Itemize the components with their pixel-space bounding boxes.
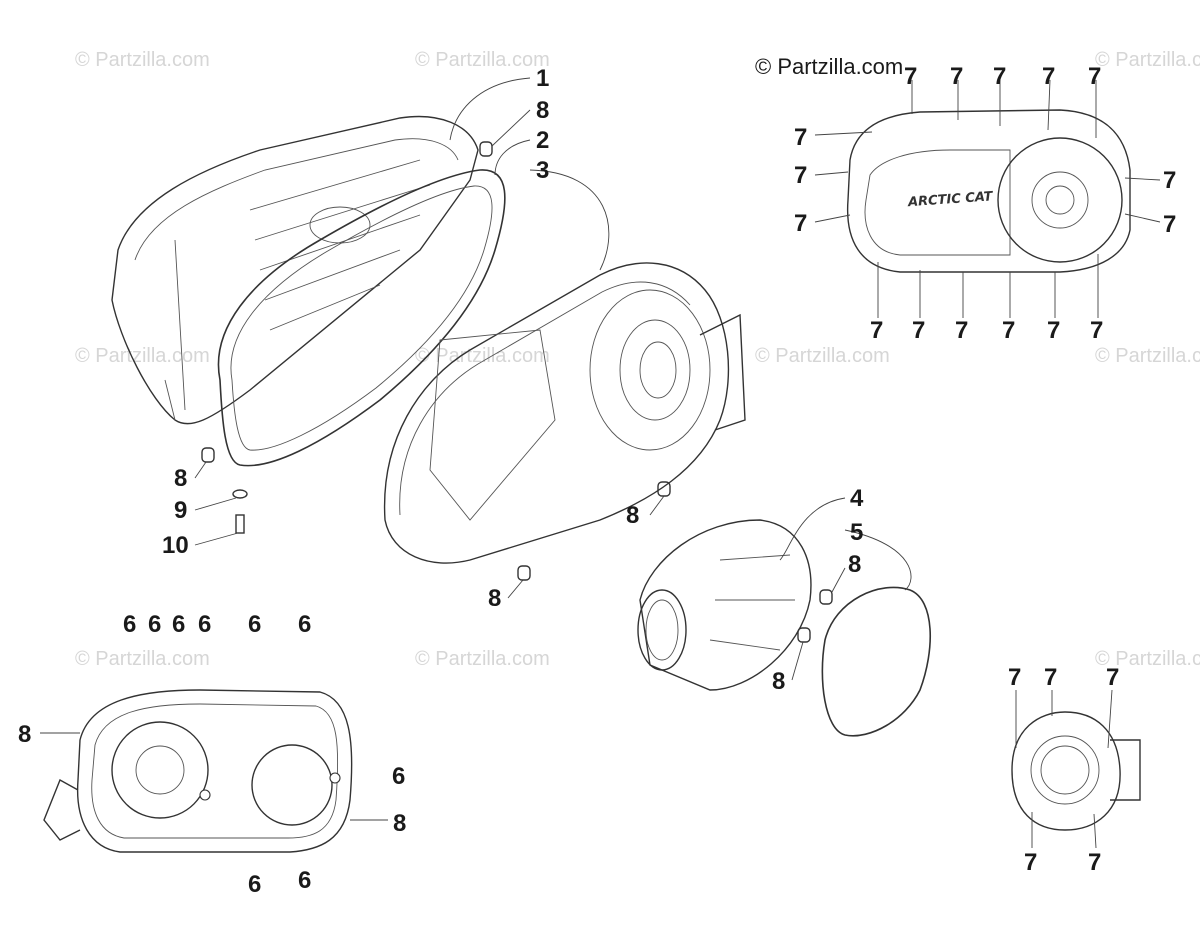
callout-6: 6 (248, 871, 261, 898)
watermark: © Partzilla.com (1095, 49, 1200, 71)
callout-10: 10 (162, 532, 189, 559)
callout-9: 9 (174, 497, 187, 524)
callout-8: 8 (772, 668, 785, 695)
outer-cover-part (111, 115, 479, 425)
callout-7: 7 (904, 63, 917, 90)
bottom-left-cover-view (43, 689, 353, 853)
watermark: © Partzilla.com (1095, 345, 1200, 367)
watermark: © Partzilla.com (415, 648, 550, 670)
callout-7: 7 (794, 124, 807, 151)
callout-8: 8 (536, 97, 549, 124)
callout-7: 7 (1024, 849, 1037, 876)
arctic-cat-logo: ARCTIC CAT (907, 189, 995, 210)
callout-7: 7 (1047, 317, 1060, 344)
callout-7: 7 (794, 162, 807, 189)
callout-6: 6 (172, 611, 185, 638)
callout-7: 7 (1002, 317, 1015, 344)
duct-gasket-part (821, 586, 932, 737)
watermark: © Partzilla.com (415, 49, 550, 71)
callout-7: 7 (870, 317, 883, 344)
callout-labels: 1 8 2 3 8 9 10 8 8 4 5 8 8 7 7 7 7 7 7 7… (18, 63, 1176, 898)
callout-7: 7 (1106, 664, 1119, 691)
callout-6: 6 (198, 611, 211, 638)
small-parts (201, 141, 833, 643)
callout-8: 8 (848, 551, 861, 578)
watermark: © Partzilla.com (75, 345, 210, 367)
callout-8: 8 (626, 502, 639, 529)
copyright-credit: © Partzilla.com (755, 54, 903, 79)
callout-7: 7 (1042, 63, 1055, 90)
duct-housing-part (637, 519, 812, 691)
callout-6: 6 (248, 611, 261, 638)
callout-6: 6 (148, 611, 161, 638)
callout-7: 7 (1088, 849, 1101, 876)
callout-7: 7 (1044, 664, 1057, 691)
callout-7: 7 (1008, 664, 1021, 691)
callout-7: 7 (993, 63, 1006, 90)
gasket-part (217, 169, 506, 467)
callout-4: 4 (850, 485, 864, 512)
callout-3: 3 (536, 157, 549, 184)
callout-7: 7 (1088, 63, 1101, 90)
callout-2: 2 (536, 127, 549, 154)
callout-8: 8 (18, 721, 31, 748)
callout-8: 8 (174, 465, 187, 492)
bottom-right-housing-view (1011, 711, 1141, 831)
inner-cover-part (383, 262, 746, 564)
callout-7: 7 (955, 317, 968, 344)
callout-8: 8 (488, 585, 501, 612)
callout-7: 7 (1163, 211, 1176, 238)
callout-7: 7 (794, 210, 807, 237)
leader-lines (40, 77, 1161, 849)
watermark: © Partzilla.com (415, 345, 550, 367)
callout-6: 6 (298, 867, 311, 894)
top-right-cover-view: ARCTIC CAT (846, 109, 1131, 273)
watermark: © Partzilla.com (1095, 648, 1200, 670)
callout-5: 5 (850, 519, 863, 546)
callout-6: 6 (392, 763, 405, 790)
callout-6: 6 (298, 611, 311, 638)
watermarks: © Partzilla.com © Partzilla.com © Partzi… (75, 49, 1200, 670)
callout-8: 8 (393, 810, 406, 837)
watermark: © Partzilla.com (75, 648, 210, 670)
callout-1: 1 (536, 65, 549, 92)
watermark: © Partzilla.com (755, 345, 890, 367)
callout-7: 7 (912, 317, 925, 344)
callout-6: 6 (123, 611, 136, 638)
callout-7: 7 (1090, 317, 1103, 344)
callout-7: 7 (1163, 167, 1176, 194)
callout-7: 7 (950, 63, 963, 90)
watermark: © Partzilla.com (75, 49, 210, 71)
